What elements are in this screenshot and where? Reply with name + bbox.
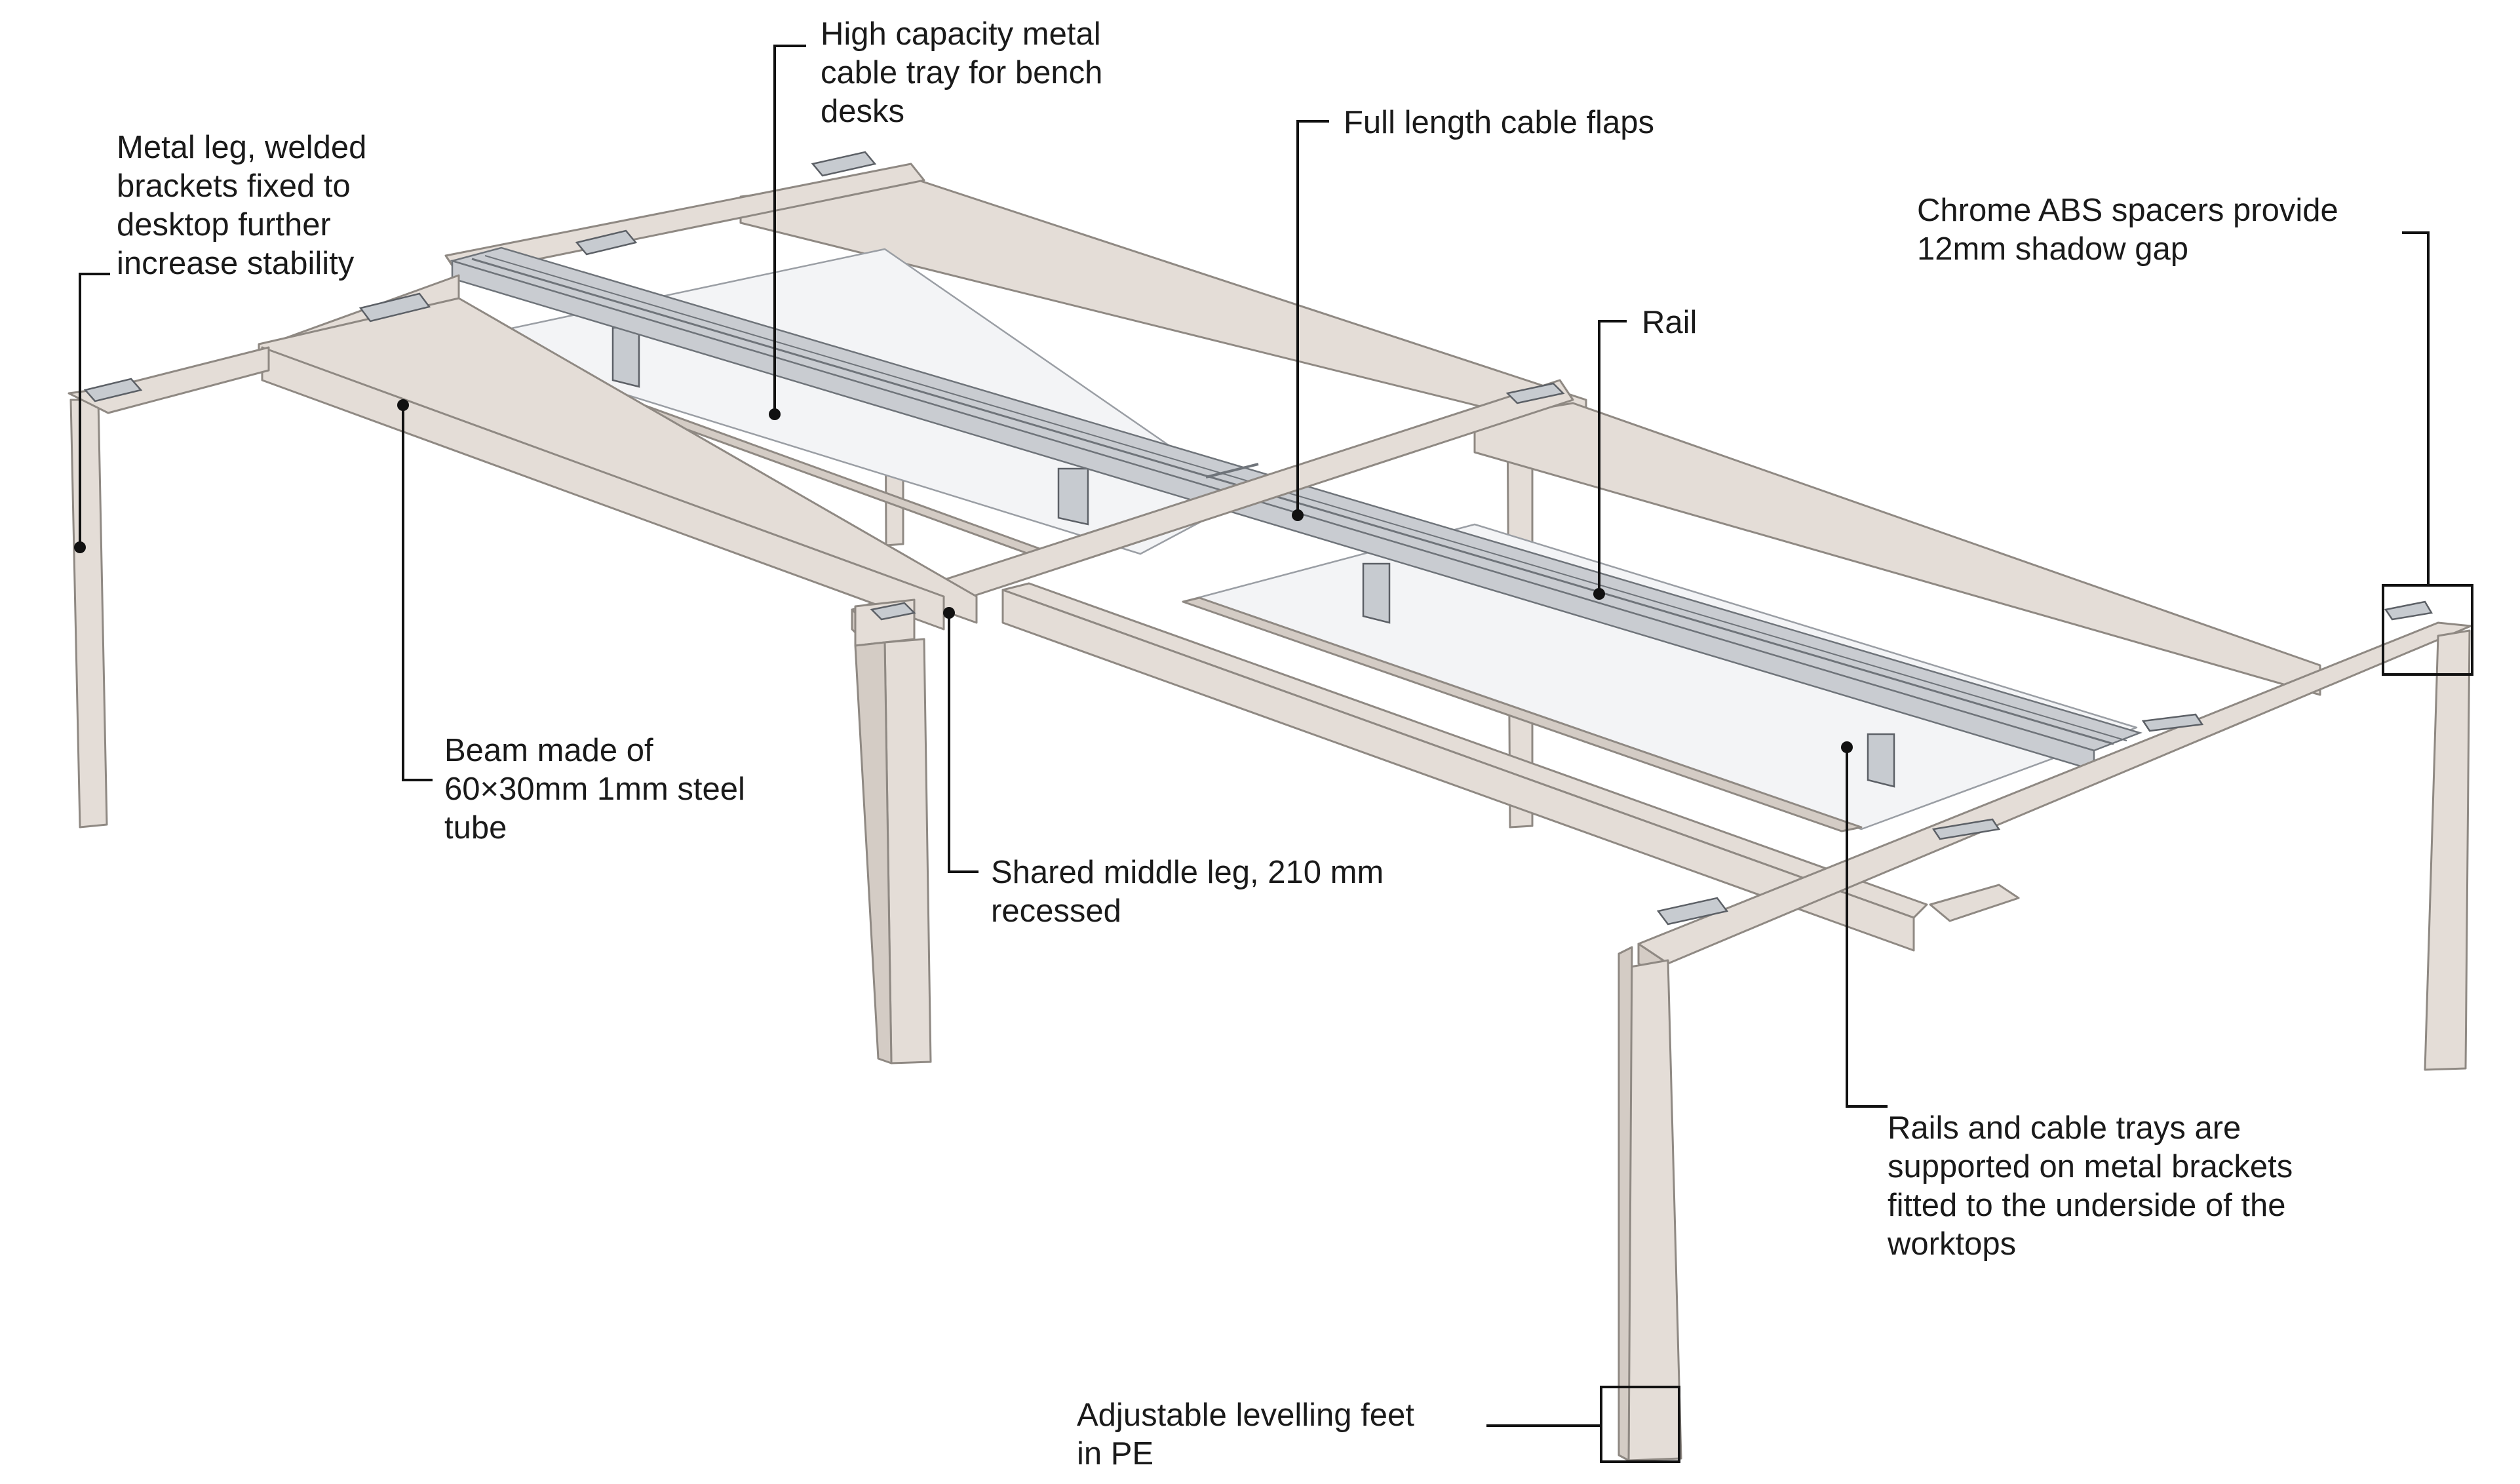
callout-beam: Beam made of 60×30mm 1mm steel tube xyxy=(444,733,745,846)
far-right-leg xyxy=(2424,629,2471,1071)
leader-beam xyxy=(397,399,433,781)
callout-cable-flaps: Full length cable flaps xyxy=(1344,105,1654,140)
leader-cable-tray xyxy=(769,45,806,420)
corner-brackets xyxy=(83,151,2433,926)
callout-brackets: Rails and cable trays are supported on m… xyxy=(1888,1110,2293,1262)
front-right-leg xyxy=(1618,946,1682,1462)
leader-cable-flaps xyxy=(1292,120,1329,521)
left-leg xyxy=(68,346,270,829)
front-long-beam xyxy=(1001,582,1928,952)
shared-middle-leg xyxy=(854,598,932,1064)
callout-abs-spacers: Chrome ABS spacers provide 12mm shadow g… xyxy=(1917,193,2338,267)
callout-rail: Rail xyxy=(1642,305,1697,340)
callout-levelling-feet: Adjustable levelling feet in PE xyxy=(1077,1397,1414,1472)
callout-cable-tray: High capacity metal cable tray for bench… xyxy=(821,16,1103,129)
leader-rail xyxy=(1593,320,1627,600)
tray-brackets xyxy=(611,326,1895,788)
leader-brackets xyxy=(1841,741,1888,1108)
leader-metal-leg xyxy=(74,273,110,553)
callout-middle-leg: Shared middle leg, 210 mm recessed xyxy=(991,855,1384,929)
leader-levelling-feet xyxy=(1486,1386,1680,1463)
callout-metal-leg: Metal leg, welded brackets fixed to desk… xyxy=(117,130,367,281)
leader-middle-leg xyxy=(943,607,979,873)
leader-abs-spacers xyxy=(2382,231,2473,676)
